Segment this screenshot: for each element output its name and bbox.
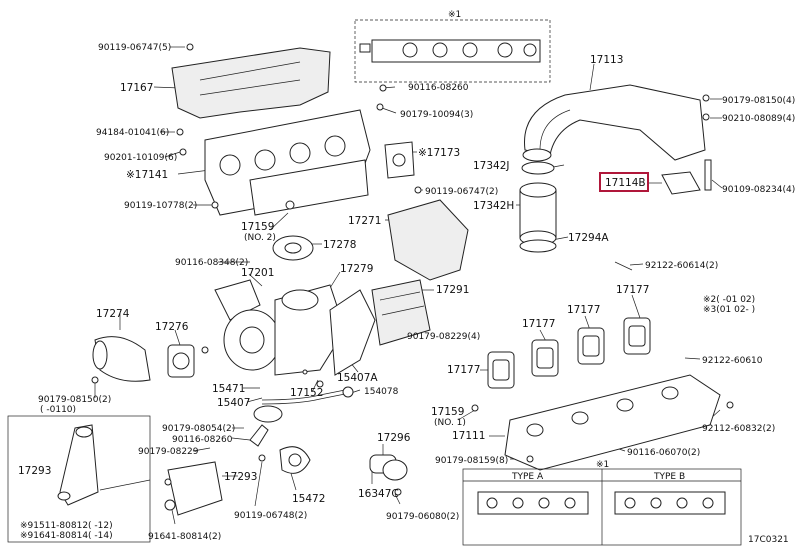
label-17159-no2[interactable]: 17159	[241, 221, 274, 233]
label-17342H[interactable]: 17342H	[473, 200, 514, 212]
part-17167-heat-insulator	[171, 43, 331, 119]
label-17296[interactable]: 17296	[377, 432, 411, 444]
label-92122-60614[interactable]: 92122-60614(2)	[645, 261, 718, 271]
label-92112-60832[interactable]: 92112-60832(2)	[702, 424, 775, 434]
label-90119-10778[interactable]: 90119-10778(2)	[124, 201, 197, 211]
label-17141[interactable]: ※17141	[126, 169, 168, 181]
label-17271[interactable]: 17271	[348, 215, 381, 227]
part-labels: 90119-06747(5) 17167 94184-01041(6) 9020…	[18, 10, 795, 545]
label-17342J[interactable]: 17342J	[473, 160, 510, 172]
gasket-inset-box	[354, 19, 551, 83]
label-90116-08348[interactable]: 90116-08348(2)	[175, 258, 248, 268]
label-17294A[interactable]: 17294A	[568, 232, 609, 244]
label-90116-08260-a[interactable]: 90116-08260	[172, 435, 233, 445]
part-15472-gasket	[249, 424, 311, 474]
part-17276-gasket	[167, 344, 209, 378]
label-type-b: TYPE B	[653, 472, 685, 482]
label-17152[interactable]: 17152	[290, 387, 323, 399]
label-154078[interactable]: 154078	[364, 387, 399, 397]
part-17114B-gasket	[661, 159, 712, 195]
label-90179-08150-2[interactable]: 90179-08150(2)	[38, 395, 111, 405]
stud-92122-60614	[614, 261, 633, 271]
label-15472[interactable]: 15472	[292, 493, 325, 505]
label-17278[interactable]: 17278	[323, 239, 356, 251]
label-range-0110: ( -0110)	[40, 405, 76, 415]
label-17111[interactable]: 17111	[452, 430, 485, 442]
label-90119-06747-2[interactable]: 90119-06747(2)	[425, 187, 498, 197]
label-17293-inset[interactable]: 17293	[18, 465, 51, 477]
label-17177-c[interactable]: 17177	[522, 318, 555, 330]
label-90179-08229[interactable]: 90179-08229	[138, 447, 199, 457]
part-17274-elbow	[91, 336, 151, 384]
label-17274[interactable]: 17274	[96, 308, 130, 320]
part-17342H-hose	[519, 161, 557, 253]
label-90179-08054[interactable]: 90179-08054(2)	[162, 424, 235, 434]
label-note2: ※2( -01 02)	[703, 295, 755, 305]
label-17177-a[interactable]: 17177	[616, 284, 649, 296]
part-17271-insulator	[387, 186, 469, 281]
label-17201[interactable]: 17201	[241, 267, 274, 279]
label-17167[interactable]: 17167	[120, 82, 153, 94]
label-17113[interactable]: 17113	[590, 54, 623, 66]
label-92122-60610[interactable]: 92122-60610	[702, 356, 763, 366]
label-94184-01041[interactable]: 94184-01041(6)	[96, 128, 169, 138]
label-90116-08260-b[interactable]: 90116-08260	[408, 83, 469, 93]
label-no1: (NO. 1)	[434, 418, 466, 428]
label-91511-80812[interactable]: ※91511-80812( -12)	[20, 521, 113, 531]
part-17141-exhaust-manifold	[176, 109, 371, 216]
label-17173[interactable]: ※17173	[418, 147, 460, 159]
label-17159-no1[interactable]: 17159	[431, 406, 464, 418]
part-17291-heat-insulator	[371, 279, 431, 346]
label-90179-06080[interactable]: 90179-06080(2)	[386, 512, 459, 522]
part-17173-gasket	[376, 84, 415, 179]
label-17177-d[interactable]: 17177	[447, 364, 480, 376]
label-90179-08229-4[interactable]: 90179-08229(4)	[407, 332, 480, 342]
bracket-inset-box	[7, 415, 151, 543]
label-17293[interactable]: 17293	[224, 471, 257, 483]
part-17113-intake-pipe	[522, 84, 710, 162]
label-figure-code: 17C0321	[748, 535, 789, 545]
label-17279[interactable]: 17279	[340, 263, 373, 275]
label-91641-80814[interactable]: 91641-80814(2)	[148, 532, 221, 542]
label-15407A[interactable]: 15407A	[337, 372, 378, 384]
part-17293-bracket	[164, 461, 223, 516]
label-90179-08159[interactable]: 90179-08159(8)	[435, 456, 508, 466]
label-note1-top: ※1	[448, 10, 461, 20]
label-17177-b[interactable]: 17177	[567, 304, 600, 316]
label-90179-08150-4[interactable]: 90179-08150(4)	[722, 96, 795, 106]
label-type-a: TYPE A	[511, 472, 544, 482]
label-note3: ※3(01 02- )	[703, 305, 755, 315]
label-90116-06070[interactable]: 90116-06070(2)	[627, 448, 700, 458]
label-90119-06748[interactable]: 90119-06748(2)	[234, 511, 307, 521]
label-90210-08089[interactable]: 90210-08089(4)	[722, 114, 795, 124]
highlighted-part-17114B[interactable]: 17114B	[599, 172, 649, 192]
part-17296-gasket	[369, 454, 408, 496]
label-16347C[interactable]: 16347C	[358, 488, 399, 500]
label-17276[interactable]: 17276	[155, 321, 189, 333]
label-no2: (NO. 2)	[244, 233, 276, 243]
label-15407[interactable]: 15407	[217, 397, 250, 409]
label-note1-bottom: ※1	[596, 460, 609, 470]
label-90201-10109[interactable]: 90201-10109(6)	[104, 153, 177, 163]
part-15407-oil-pipe	[253, 369, 354, 423]
label-90119-06747-5[interactable]: 90119-06747(5)	[98, 43, 171, 53]
part-17278-gasket	[272, 235, 314, 261]
label-91641-80814-inset[interactable]: ※91641-80814( -14)	[20, 531, 113, 541]
label-15471[interactable]: 15471	[212, 383, 245, 395]
part-17177-gaskets	[487, 317, 651, 389]
label-17291[interactable]: 17291	[436, 284, 469, 296]
label-90179-10094[interactable]: 90179-10094(3)	[400, 110, 473, 120]
label-17114B[interactable]: 17114B	[605, 177, 646, 189]
type-box	[462, 468, 742, 546]
label-90109-08234[interactable]: 90109-08234(4)	[722, 185, 795, 195]
part-17201-turbocharger	[214, 279, 376, 376]
part-17111-intake-manifold	[471, 374, 734, 471]
